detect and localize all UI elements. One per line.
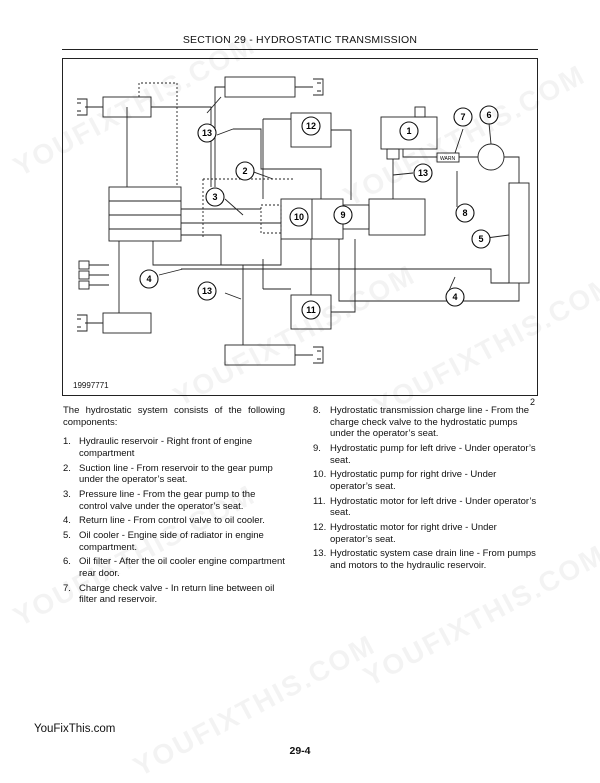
callout-2: 2 [235, 161, 255, 181]
list-item: 2.Suction line - From reservoir to the g… [63, 462, 273, 486]
list-item: 3.Pressure line - From the gear pump to … [63, 488, 256, 512]
callout-9: 9 [333, 205, 353, 225]
callout-13-bottom: 13 [197, 281, 217, 301]
callout-11: 11 [301, 300, 321, 320]
list-item: 4.Return line - From control valve to oi… [63, 515, 265, 527]
svg-text:3: 3 [212, 192, 217, 202]
list-item: 9.Hydrostatic pump for left drive - Unde… [313, 442, 536, 466]
footer-site: YouFixThis.com [34, 723, 116, 735]
callout-3: 3 [205, 187, 225, 207]
svg-text:2: 2 [242, 166, 247, 176]
section-header: SECTION 29 - HYDROSTATIC TRANSMISSION [182, 34, 418, 46]
figure-id: 19997771 [73, 381, 109, 390]
svg-text:4: 4 [452, 292, 457, 302]
hydraulic-schematic-figure: WARN 13 12 1 7 6 2 13 3 10 9 8 5 4 13 4 … [62, 58, 538, 396]
cylinder-top-right [224, 76, 296, 98]
intro-paragraph: The hydrostatic system consists of the f… [63, 405, 285, 428]
component-list-left: 1.Hydraulic reservoir - Right front of e… [63, 436, 285, 606]
svg-text:13: 13 [202, 286, 212, 296]
oil-filter [477, 143, 505, 171]
list-item: 6.Oil filter - After the oil cooler engi… [63, 556, 285, 580]
list-item: 13.Hydrostatic system case drain line - … [313, 548, 536, 572]
page-number: 29-4 [289, 745, 311, 757]
text-column-left: The hydrostatic system consists of the f… [63, 405, 285, 609]
svg-text:6: 6 [486, 110, 491, 120]
callout-6: 6 [479, 105, 499, 125]
cylinder-bottom-right [224, 344, 296, 366]
header-rule [62, 49, 538, 50]
callout-8: 8 [455, 203, 475, 223]
oil-cooler [508, 182, 530, 284]
list-item: 12.Hydrostatic motor for right drive - U… [313, 522, 497, 545]
svg-text:7: 7 [460, 112, 465, 122]
list-item: 11.Hydrostatic motor for left drive - Un… [313, 495, 537, 519]
list-item: 8.Hydrostatic transmission charge line -… [313, 405, 530, 440]
svg-text:9: 9 [340, 210, 345, 220]
svg-text:4: 4 [146, 274, 151, 284]
svg-text:13: 13 [418, 168, 428, 178]
callout-1: 1 [399, 121, 419, 141]
charge-check-valve [436, 152, 460, 163]
callout-7: 7 [453, 107, 473, 127]
text-column-right: 8.Hydrostatic transmission charge line -… [313, 405, 537, 575]
watermark: YOUFIXTHIS.COM [128, 629, 381, 783]
callout-13-top: 13 [197, 123, 217, 143]
list-item: 10.Hydrostatic pump for right drive - Un… [313, 469, 497, 492]
callout-4-left: 4 [139, 269, 159, 289]
control-valve [108, 186, 182, 242]
svg-text:10: 10 [294, 212, 304, 222]
callout-12: 12 [301, 116, 321, 136]
svg-text:12: 12 [306, 121, 316, 131]
list-item: 5.Oil cooler - Engine side of radiator i… [63, 530, 264, 553]
svg-text:5: 5 [478, 234, 483, 244]
cylinder-bottom-left [102, 312, 152, 334]
svg-text:8: 8 [462, 208, 467, 218]
component-list-right: 8.Hydrostatic transmission charge line -… [313, 405, 537, 572]
list-item: 7.Charge check valve - In return line be… [63, 582, 275, 606]
schematic-diagram: WARN 13 12 1 7 6 2 13 3 10 9 8 5 4 13 4 … [77, 76, 530, 366]
callout-5: 5 [471, 229, 491, 249]
svg-text:11: 11 [306, 305, 316, 315]
engine-block [368, 198, 426, 236]
valve-label: WARN [440, 156, 455, 162]
list-item: 1.Hydraulic reservoir - Right front of e… [63, 436, 253, 459]
callout-4-right: 4 [445, 287, 465, 307]
callout-10: 10 [289, 207, 309, 227]
hydraulic-reservoir [380, 116, 438, 150]
svg-text:1: 1 [406, 126, 411, 136]
figure-number: 2 [530, 397, 536, 407]
callout-13-middle: 13 [413, 163, 433, 183]
svg-text:13: 13 [202, 128, 212, 138]
